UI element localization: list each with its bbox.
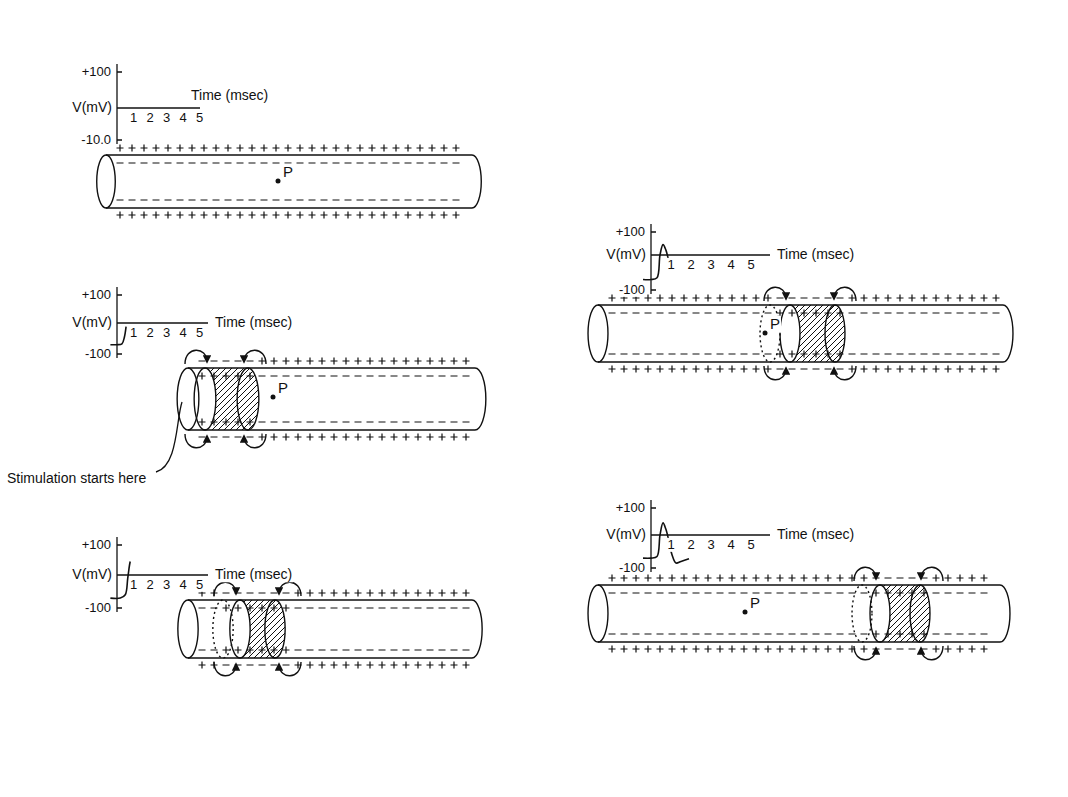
axis-title: V(mV) — [605, 247, 647, 262]
voltage-trace — [110, 562, 130, 599]
current-loop — [834, 287, 856, 301]
tick-number: 4 — [178, 578, 187, 592]
axon-cylinder — [97, 145, 482, 219]
axis-value: -100 — [618, 283, 646, 297]
current-loop — [279, 662, 301, 676]
tick-number: 5 — [195, 326, 204, 340]
tick-number: 3 — [162, 326, 171, 340]
charge-signs — [117, 145, 460, 219]
axon-cylinder — [177, 350, 486, 448]
charge-signs — [609, 575, 988, 653]
current-loop — [834, 366, 856, 380]
tick-number: 3 — [162, 111, 171, 125]
point-label: P — [282, 164, 294, 181]
axon-cylinder — [588, 287, 1013, 380]
tick-number: 5 — [195, 578, 204, 592]
axis-value: +100 — [615, 225, 646, 239]
voltage-graph — [110, 287, 208, 358]
tick-number: 4 — [726, 258, 735, 272]
current-loop — [764, 366, 786, 380]
current-loop — [921, 646, 943, 660]
axis-value: -100 — [84, 347, 112, 361]
tick-number: 1 — [666, 258, 675, 272]
voltage-graph — [643, 224, 770, 294]
point-dot — [763, 331, 768, 336]
current-loop — [214, 582, 236, 596]
point-dot — [276, 179, 281, 184]
current-loop — [854, 567, 876, 581]
point-dot — [743, 610, 748, 615]
point-label: P — [749, 595, 761, 612]
axis-value: +100 — [81, 538, 112, 552]
tick-number: 2 — [145, 111, 154, 125]
tick-number: 2 — [686, 258, 695, 272]
axis-value: +100 — [81, 288, 112, 302]
axis-value: -100 — [618, 561, 646, 575]
charge-signs — [199, 590, 470, 669]
tick-number: 1 — [129, 326, 138, 340]
tick-number: 4 — [726, 538, 735, 552]
tick-number: 5 — [746, 258, 755, 272]
current-loop — [244, 350, 266, 364]
axis-value: -10.0 — [80, 133, 112, 147]
current-loop — [185, 350, 207, 364]
tick-number: 4 — [178, 111, 187, 125]
axis-title: Time (msec) — [776, 247, 855, 262]
tick-number: 3 — [162, 578, 171, 592]
axis-title: Time (msec) — [214, 567, 293, 582]
callout-text: Stimulation starts here — [6, 471, 147, 486]
current-loop — [921, 567, 943, 581]
charge-signs — [199, 358, 470, 441]
axis-title: Time (msec) — [214, 315, 293, 330]
tick-number: 4 — [178, 326, 187, 340]
tick-number: 3 — [706, 258, 715, 272]
axis-title: V(mV) — [71, 315, 113, 330]
point-label: P — [769, 316, 781, 333]
tick-number: 2 — [686, 538, 695, 552]
axis-title: Time (msec) — [190, 88, 269, 103]
leader-line — [156, 402, 182, 472]
tick-number: 5 — [746, 538, 755, 552]
axis-value: +100 — [81, 65, 112, 79]
tick-number: 1 — [666, 538, 675, 552]
current-loop — [244, 434, 266, 448]
tick-number: 2 — [145, 578, 154, 592]
axon-cylinder — [588, 567, 1010, 660]
axis-title: V(mV) — [71, 567, 113, 582]
current-loop — [854, 646, 876, 660]
axis-title: V(mV) — [605, 527, 647, 542]
point-label: P — [277, 380, 289, 397]
tick-number: 1 — [129, 111, 138, 125]
voltage-graph — [117, 64, 200, 144]
axis-value: -100 — [84, 601, 112, 615]
axis-value: +100 — [615, 501, 646, 515]
axon-cylinder — [178, 582, 482, 676]
current-loop — [214, 662, 236, 676]
charge-signs — [609, 295, 1000, 373]
tick-number: 2 — [145, 326, 154, 340]
tick-number: 5 — [195, 111, 204, 125]
current-loop — [279, 582, 301, 596]
axis-title: V(mV) — [71, 100, 113, 115]
voltage-graph — [110, 537, 208, 612]
tick-number: 1 — [129, 578, 138, 592]
axis-title: Time (msec) — [776, 527, 855, 542]
current-loop — [764, 287, 786, 301]
tick-number: 3 — [706, 538, 715, 552]
current-loop — [185, 434, 207, 448]
point-dot — [271, 395, 276, 400]
voltage-graph — [643, 500, 770, 572]
voltage-trace — [643, 523, 689, 563]
